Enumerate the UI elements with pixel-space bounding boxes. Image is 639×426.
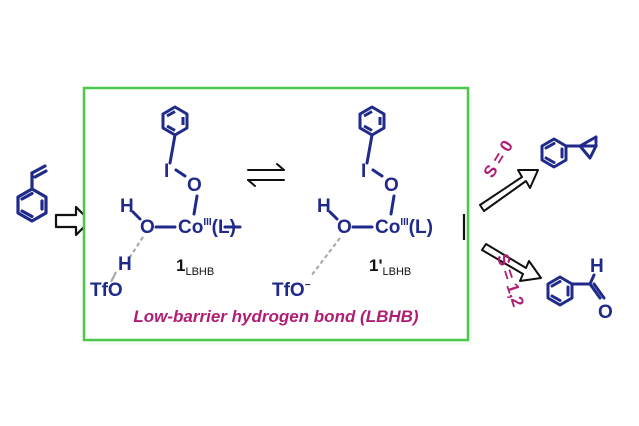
triflate-label: TfO bbox=[90, 280, 123, 301]
phenyl-ring-left bbox=[161, 105, 189, 137]
oxygen-atom-hydroxo: O bbox=[337, 217, 352, 238]
hydrogen-atom: H bbox=[120, 196, 134, 217]
phenyl-ring-right bbox=[358, 105, 386, 137]
compound-label: 1LBHB bbox=[176, 256, 214, 278]
complex-1-lbhb: I O H O CoIII(L) H TfO 1LBHB bbox=[90, 105, 242, 301]
mechanism-frame bbox=[82, 86, 472, 345]
styrene-oxide bbox=[540, 135, 598, 169]
iodine-atom: I bbox=[164, 161, 169, 182]
iodine-atom: I bbox=[361, 161, 366, 182]
lbhb-caption: Low-barrier hydrogen bond (LBHB) bbox=[133, 307, 419, 326]
oxygen-atom: O bbox=[187, 175, 202, 196]
hydrogen-atom-triflic: H bbox=[118, 254, 132, 275]
spin-state-epoxide: S = 0 bbox=[480, 137, 517, 181]
cobalt-atom: CoIII(L) bbox=[375, 217, 433, 238]
cobalt-atom: CoIII(L) bbox=[178, 217, 236, 238]
hollow-arrow-icon bbox=[481, 243, 542, 282]
styrene bbox=[16, 164, 48, 223]
aldehyde-hydrogen: H bbox=[590, 256, 604, 277]
compound-label: 1'LBHB bbox=[369, 256, 411, 278]
hollow-arrow-icon bbox=[479, 169, 539, 212]
triflate-anion-label: TfO− bbox=[272, 280, 311, 301]
aldehyde-oxygen: O bbox=[598, 302, 613, 323]
complex-1prime-lbhb: I O H O CoIII(L) TfO− 1'LBHB bbox=[272, 105, 466, 301]
oxygen-atom: O bbox=[384, 175, 399, 196]
equilibrium-arrows-icon bbox=[247, 163, 285, 187]
hydrogen-atom: H bbox=[317, 196, 331, 217]
oxygen-atom-hydroxo: O bbox=[140, 217, 155, 238]
benzaldehyde bbox=[546, 273, 606, 307]
